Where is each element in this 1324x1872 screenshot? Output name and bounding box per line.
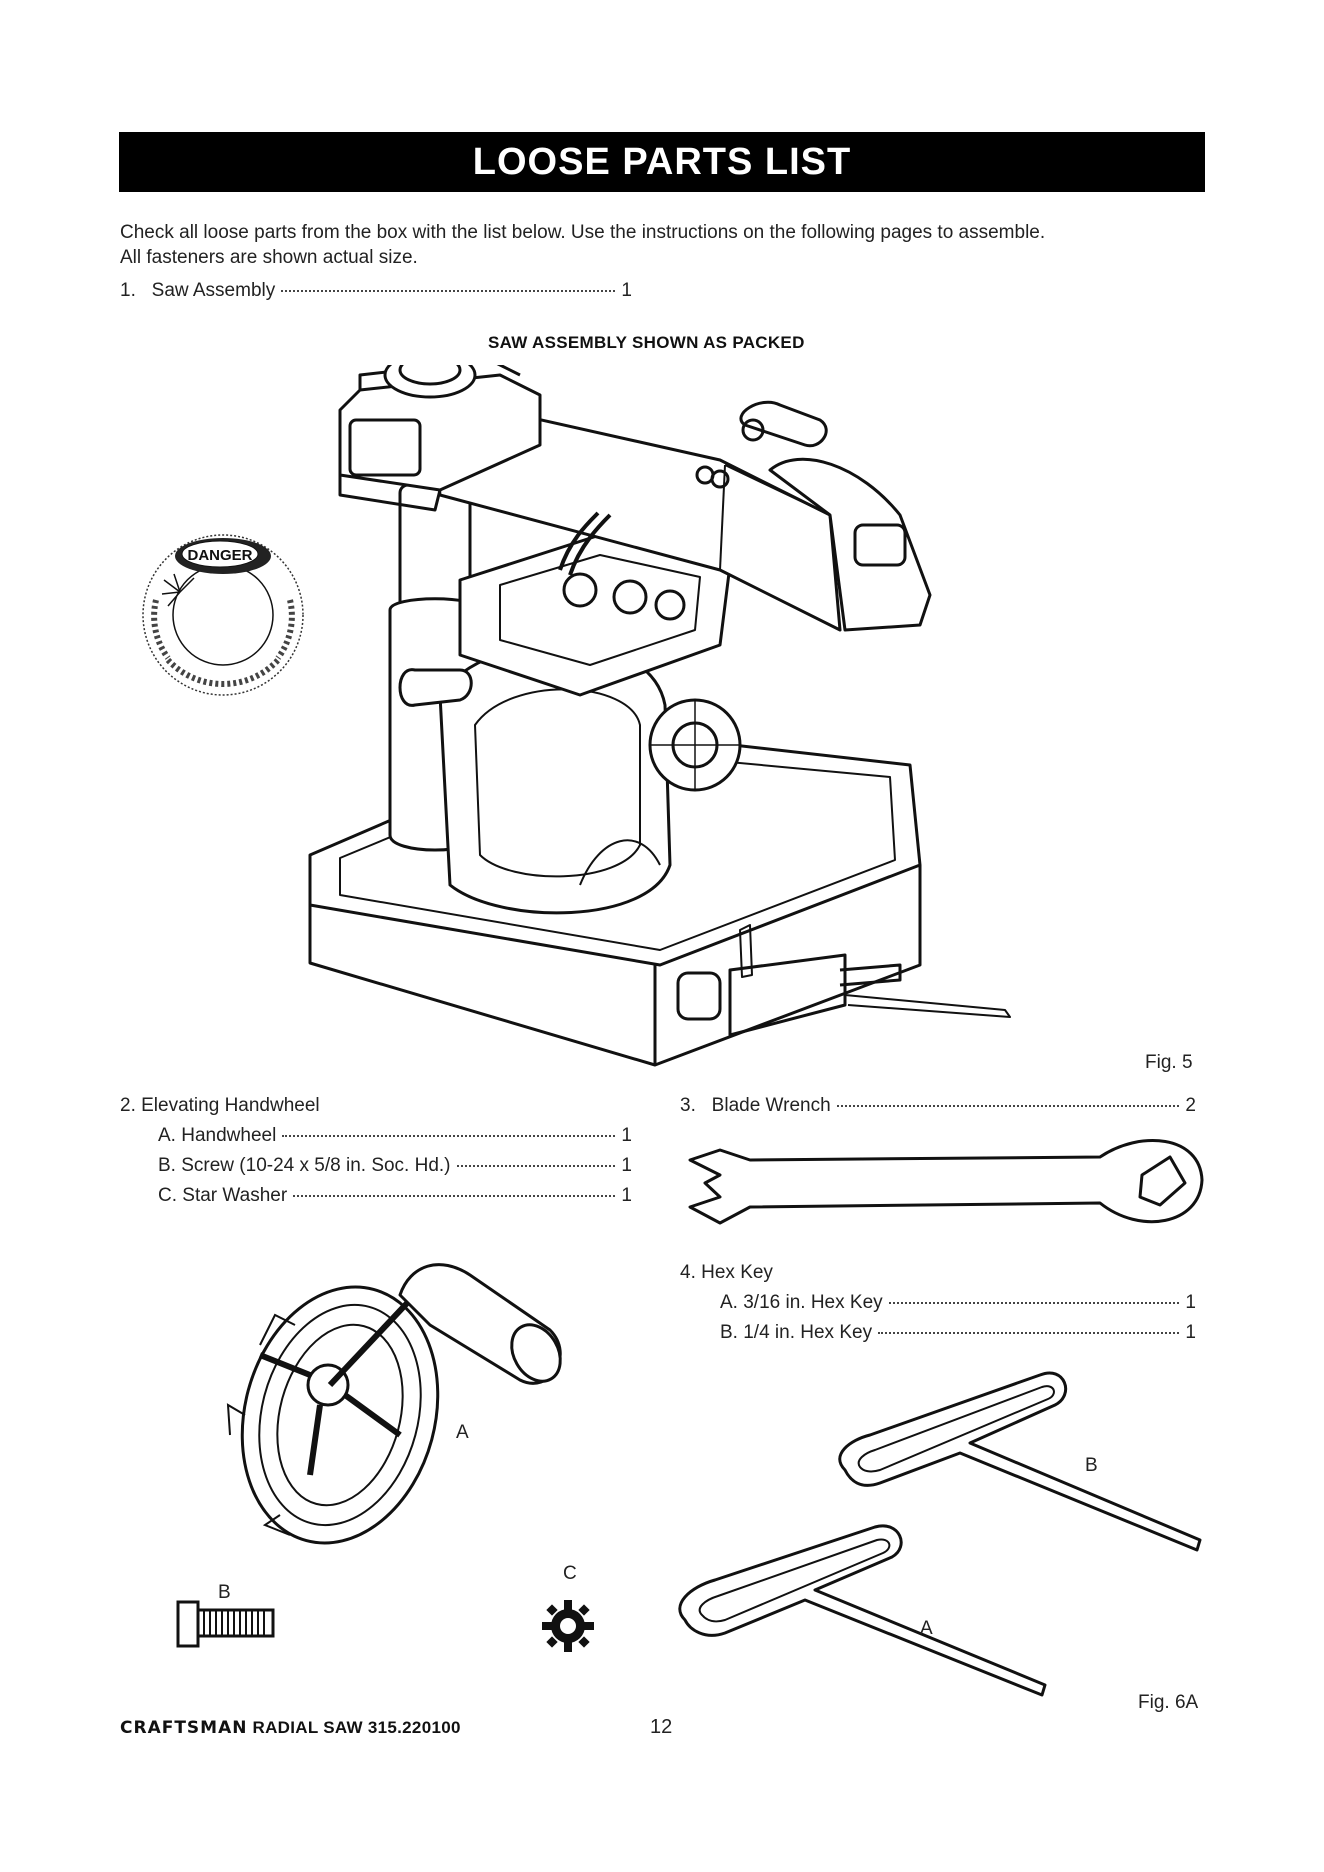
washer-letter-c: C <box>563 1563 577 1584</box>
figure-5-label: Fig. 5 <box>1145 1052 1193 1073</box>
list-item-hex-key-316: A. 3/16 in. Hex Key 1 <box>720 1292 1196 1314</box>
item-qty: 1 <box>621 1185 632 1206</box>
screw-illustration <box>176 1600 275 1648</box>
hex-key-letter-b: B <box>1085 1455 1098 1476</box>
list-item-star-washer: C. Star Washer 1 <box>158 1185 632 1207</box>
list-item-blade-wrench: 3. Blade Wrench 2 <box>680 1095 1196 1117</box>
item-label: B. 1/4 in. Hex Key <box>720 1322 873 1343</box>
item-label: A. Handwheel <box>158 1125 277 1146</box>
danger-laser-label-icon: DANGER <box>142 534 304 696</box>
page-title: LOOSE PARTS LIST <box>119 132 1205 192</box>
item-qty: 2 <box>1185 1095 1196 1116</box>
item-qty: 1 <box>1185 1322 1196 1343</box>
leader-dots <box>888 1302 1180 1304</box>
list-item-elevating-handwheel: 2. Elevating Handwheel <box>120 1095 320 1116</box>
item-label: 1. Saw Assembly <box>120 280 276 301</box>
leader-dots <box>293 1195 616 1197</box>
list-item-saw-assembly: 1. Saw Assembly 1 <box>120 280 632 302</box>
handwheel-illustration <box>226 1263 562 1545</box>
star-washer-illustration <box>542 1600 594 1652</box>
list-item-handwheel: A. Handwheel 1 <box>158 1125 632 1147</box>
footer-brand: CRAFTSMAN RADIAL SAW 315.220100 <box>120 1718 461 1738</box>
page-number: 12 <box>650 1716 673 1738</box>
item-qty: 1 <box>621 1155 632 1176</box>
leader-dots <box>456 1165 616 1167</box>
screw-letter-b: B <box>218 1582 231 1603</box>
danger-label-text: DANGER <box>187 547 252 564</box>
leader-dots <box>281 290 616 292</box>
hex-key-letter-a: A <box>920 1618 933 1639</box>
item-qty: 1 <box>621 280 632 301</box>
footer-model: RADIAL SAW 315.220100 <box>252 1718 461 1737</box>
intro-line-2: All fasteners are shown actual size. <box>120 247 418 268</box>
list-item-hex-key: 4. Hex Key <box>680 1262 773 1283</box>
list-item-hex-key-14: B. 1/4 in. Hex Key 1 <box>720 1322 1196 1344</box>
blade-wrench-illustration <box>688 1139 1204 1225</box>
item-label: B. Screw (10-24 x 5/8 in. Soc. Hd.) <box>158 1155 451 1176</box>
leader-dots <box>282 1135 616 1137</box>
hex-keys-illustration <box>678 1371 1202 1697</box>
leader-dots <box>836 1105 1180 1107</box>
leader-dots <box>878 1332 1180 1334</box>
intro-line-1: Check all loose parts from the box with … <box>120 222 1046 243</box>
item-label: C. Star Washer <box>158 1185 288 1206</box>
handwheel-letter-a: A <box>456 1422 469 1443</box>
item-label: A. 3/16 in. Hex Key <box>720 1292 883 1313</box>
saw-assembly-illustration <box>308 365 1011 1067</box>
item-qty: 1 <box>621 1125 632 1146</box>
list-item-screw: B. Screw (10-24 x 5/8 in. Soc. Hd.) 1 <box>158 1155 632 1177</box>
figure-6a-label: Fig. 6A <box>1138 1692 1199 1713</box>
intro-text: Check all loose parts from the box with … <box>120 220 1045 270</box>
saw-figure-caption: SAW ASSEMBLY SHOWN AS PACKED <box>488 333 805 352</box>
craftsman-logo: CRAFTSMAN <box>120 1718 248 1738</box>
item-label: 3. Blade Wrench <box>680 1095 831 1116</box>
item-qty: 1 <box>1185 1292 1196 1313</box>
